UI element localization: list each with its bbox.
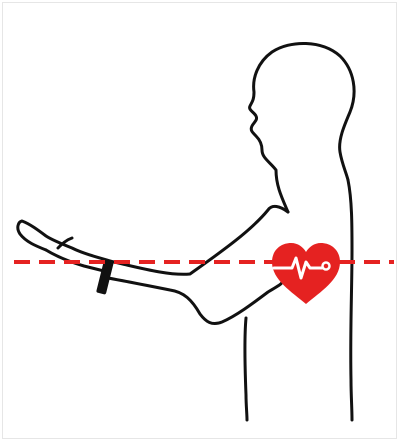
arm-lower-edge [108,278,282,324]
wrist-cuff-icon [96,259,114,294]
heart-icon [272,243,340,304]
back-outline [348,180,352,420]
arm-upper-edge [18,206,288,274]
chest-outline [245,318,247,420]
head-outline [250,43,354,212]
